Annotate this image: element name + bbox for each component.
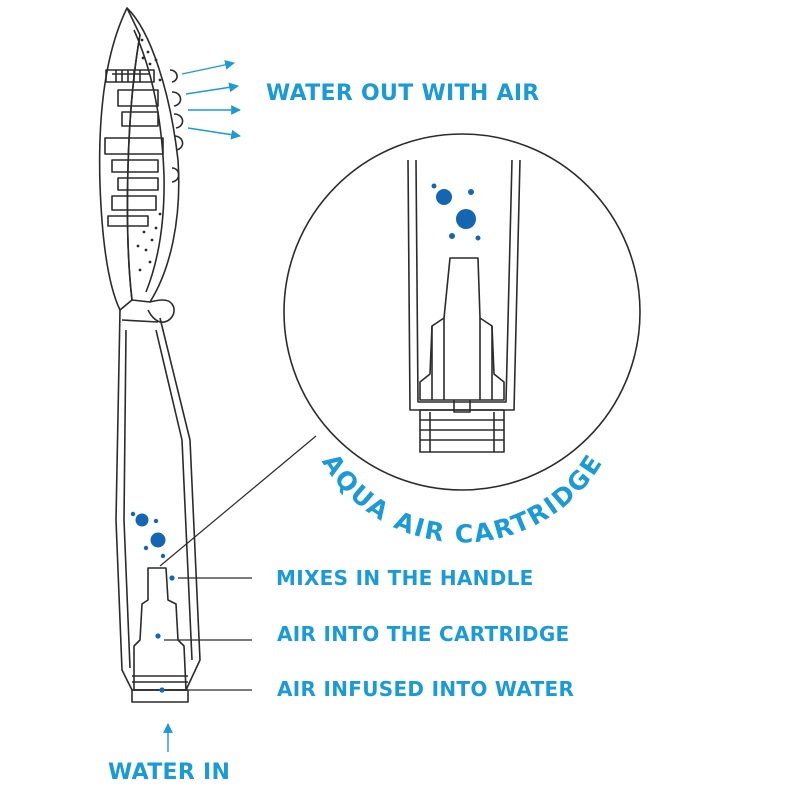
handle-cartridge xyxy=(133,567,187,691)
callout-dots xyxy=(155,575,175,693)
outflow-arrows xyxy=(181,60,241,140)
shower-head xyxy=(98,7,184,323)
air-cartridge-label: AIR INTO THE CARTRIDGE xyxy=(277,622,570,646)
outflow-arrow xyxy=(181,60,235,75)
water-in-label: WATER IN xyxy=(108,760,231,785)
air-infused-label: AIR INFUSED INTO WATER xyxy=(277,677,575,701)
outflow-arrow xyxy=(185,82,239,95)
mixes-label: MIXES IN THE HANDLE xyxy=(276,566,534,590)
handle-bubbles xyxy=(130,511,166,559)
water-out-label: WATER OUT WITH AIR xyxy=(266,81,540,106)
outflow-arrow xyxy=(187,127,241,140)
leader-line-zoom xyxy=(159,435,317,567)
zoom-bubbles xyxy=(431,183,481,241)
leader-lines xyxy=(159,435,317,691)
shower-handle xyxy=(115,309,201,703)
zoom-view xyxy=(283,133,641,491)
zoom-circle xyxy=(283,133,641,491)
